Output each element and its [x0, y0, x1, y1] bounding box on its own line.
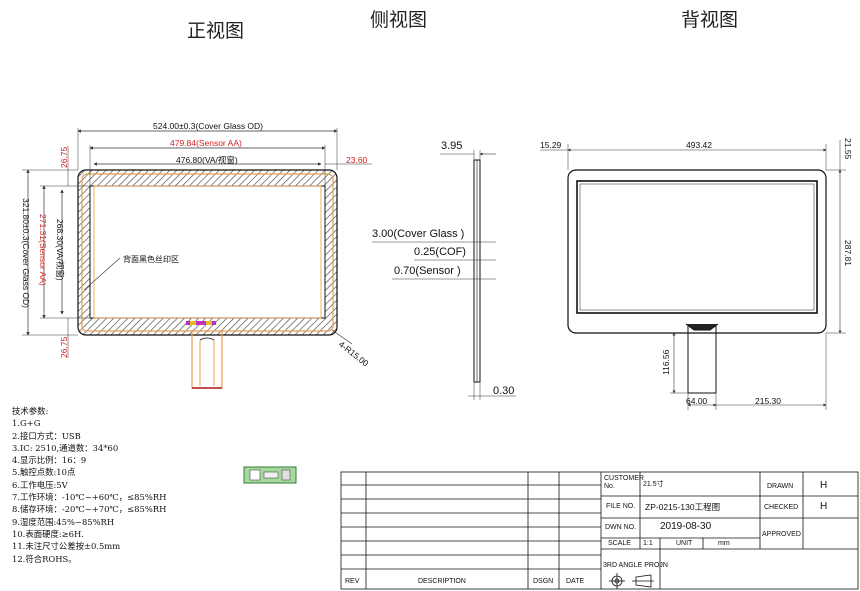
spec-item: 8.储存环境：-20℃~+70℃，≤85%RH	[12, 504, 167, 515]
projection-label: 3RD ANGLE PROJN	[603, 562, 668, 569]
projection-symbol	[609, 573, 654, 589]
dim-sensor-aa-width: 479.84(Sensor AA)	[170, 138, 242, 148]
dwn-label: DWN NO.	[605, 524, 637, 531]
dim-total-thickness: 3.95	[441, 140, 463, 152]
unit-value: mm	[718, 540, 730, 547]
fpc-tail	[191, 330, 223, 389]
back-view-title: 背视图	[681, 9, 739, 31]
orange-border	[81, 173, 334, 332]
description-label: DESCRIPTION	[418, 578, 466, 585]
back-view	[540, 140, 846, 410]
dim-cover-od-height: 321.80±0.3(Cover Glass OD)	[21, 198, 31, 309]
spec-item: 12.符合ROHS。	[12, 553, 77, 564]
dim-fpc-width: 64.00	[686, 396, 708, 406]
side-view-title: 侧视图	[370, 9, 428, 31]
front-view-title: 正视图	[187, 20, 245, 42]
dim-va-width: 476.80(VA/视窗)	[176, 155, 238, 165]
dsgn-label: DSGN	[533, 578, 554, 585]
dwn-value: 2019-08-30	[660, 521, 712, 532]
layer-sensor: 0.70(Sensor )	[394, 265, 461, 277]
spec-item: 5.触控点数:10点	[12, 467, 76, 478]
customer-value: 21.5寸	[643, 481, 664, 488]
scale-label: SCALE	[608, 540, 631, 547]
spec-item: 11.未注尺寸公差按±0.5mm	[12, 541, 121, 552]
spec-item: 2.接口方式：USB	[12, 430, 81, 441]
spec-item: 9.湿度范围:45%~85%RH	[12, 516, 115, 527]
spec-item: 6.工作电压:5V	[12, 479, 68, 490]
spec-item: 4.显示比例：16：9	[12, 455, 87, 466]
dim-va-height: 268.30(VA/视窗)	[55, 219, 65, 281]
dim-fpc-length: 116.56	[661, 349, 671, 375]
checked-value: H	[820, 501, 828, 512]
dim-sensor-aa-height: 271.31(Sensor AA)	[38, 214, 48, 286]
layer-cover-glass: 3.00(Cover Glass )	[372, 228, 465, 240]
drawn-label: DRAWN	[767, 483, 794, 490]
bonding-area	[186, 321, 216, 325]
dim-top-left: 26.75	[59, 146, 69, 168]
drawn-value: H	[820, 480, 828, 491]
pcb-thumbnail	[243, 466, 297, 484]
customer-label: CUSTOMER No.	[604, 475, 644, 490]
file-value: ZP-0215-130工程图	[645, 502, 721, 512]
dim-left-gap: 15.29	[540, 140, 562, 150]
rev-label: REV	[345, 578, 360, 585]
side-view	[372, 150, 516, 400]
front-view	[22, 128, 372, 389]
black-print-note: 背面黑色丝印区	[123, 255, 179, 264]
approved-label: APPROVED	[762, 531, 801, 538]
dim-bottom-left: 26.75	[59, 336, 69, 358]
spec-item: 1.G+G	[12, 418, 41, 429]
checked-label: CHECKED	[764, 504, 799, 511]
dim-back-height: 287.81	[843, 240, 853, 266]
date-label: DATE	[566, 578, 585, 585]
dim-fpc-position: 215.30	[755, 396, 781, 406]
scale-value: 1:1	[643, 540, 653, 547]
dim-top-gap: 21.55	[843, 138, 853, 160]
spec-item: 10.表面硬度:≥6H.	[12, 528, 84, 539]
layer-cof: 0.25(COF)	[414, 246, 466, 258]
dim-border-right: 23.60	[346, 155, 368, 165]
unit-label: UNIT	[676, 540, 693, 547]
file-label: FILE NO.	[606, 503, 636, 510]
dim-cover-od-width: 524.00±0.3(Cover Glass OD)	[153, 121, 264, 131]
dim-back-width: 493.42	[686, 140, 712, 150]
spec-item: 7.工作环境：-10℃~+60℃，≤85%RH	[12, 492, 167, 503]
dim-bottom-thickness: 0.30	[493, 385, 515, 397]
spec-item: 3.IC: 2510,通道数：34*60	[12, 442, 119, 453]
specs-block: 技术参数: 1.G+G 2.接口方式：USB 3.IC: 2510,通道数：34…	[12, 405, 166, 565]
va-window	[89, 185, 326, 319]
title-block-grid	[340, 471, 859, 590]
specs-title: 技术参数:	[12, 406, 49, 416]
